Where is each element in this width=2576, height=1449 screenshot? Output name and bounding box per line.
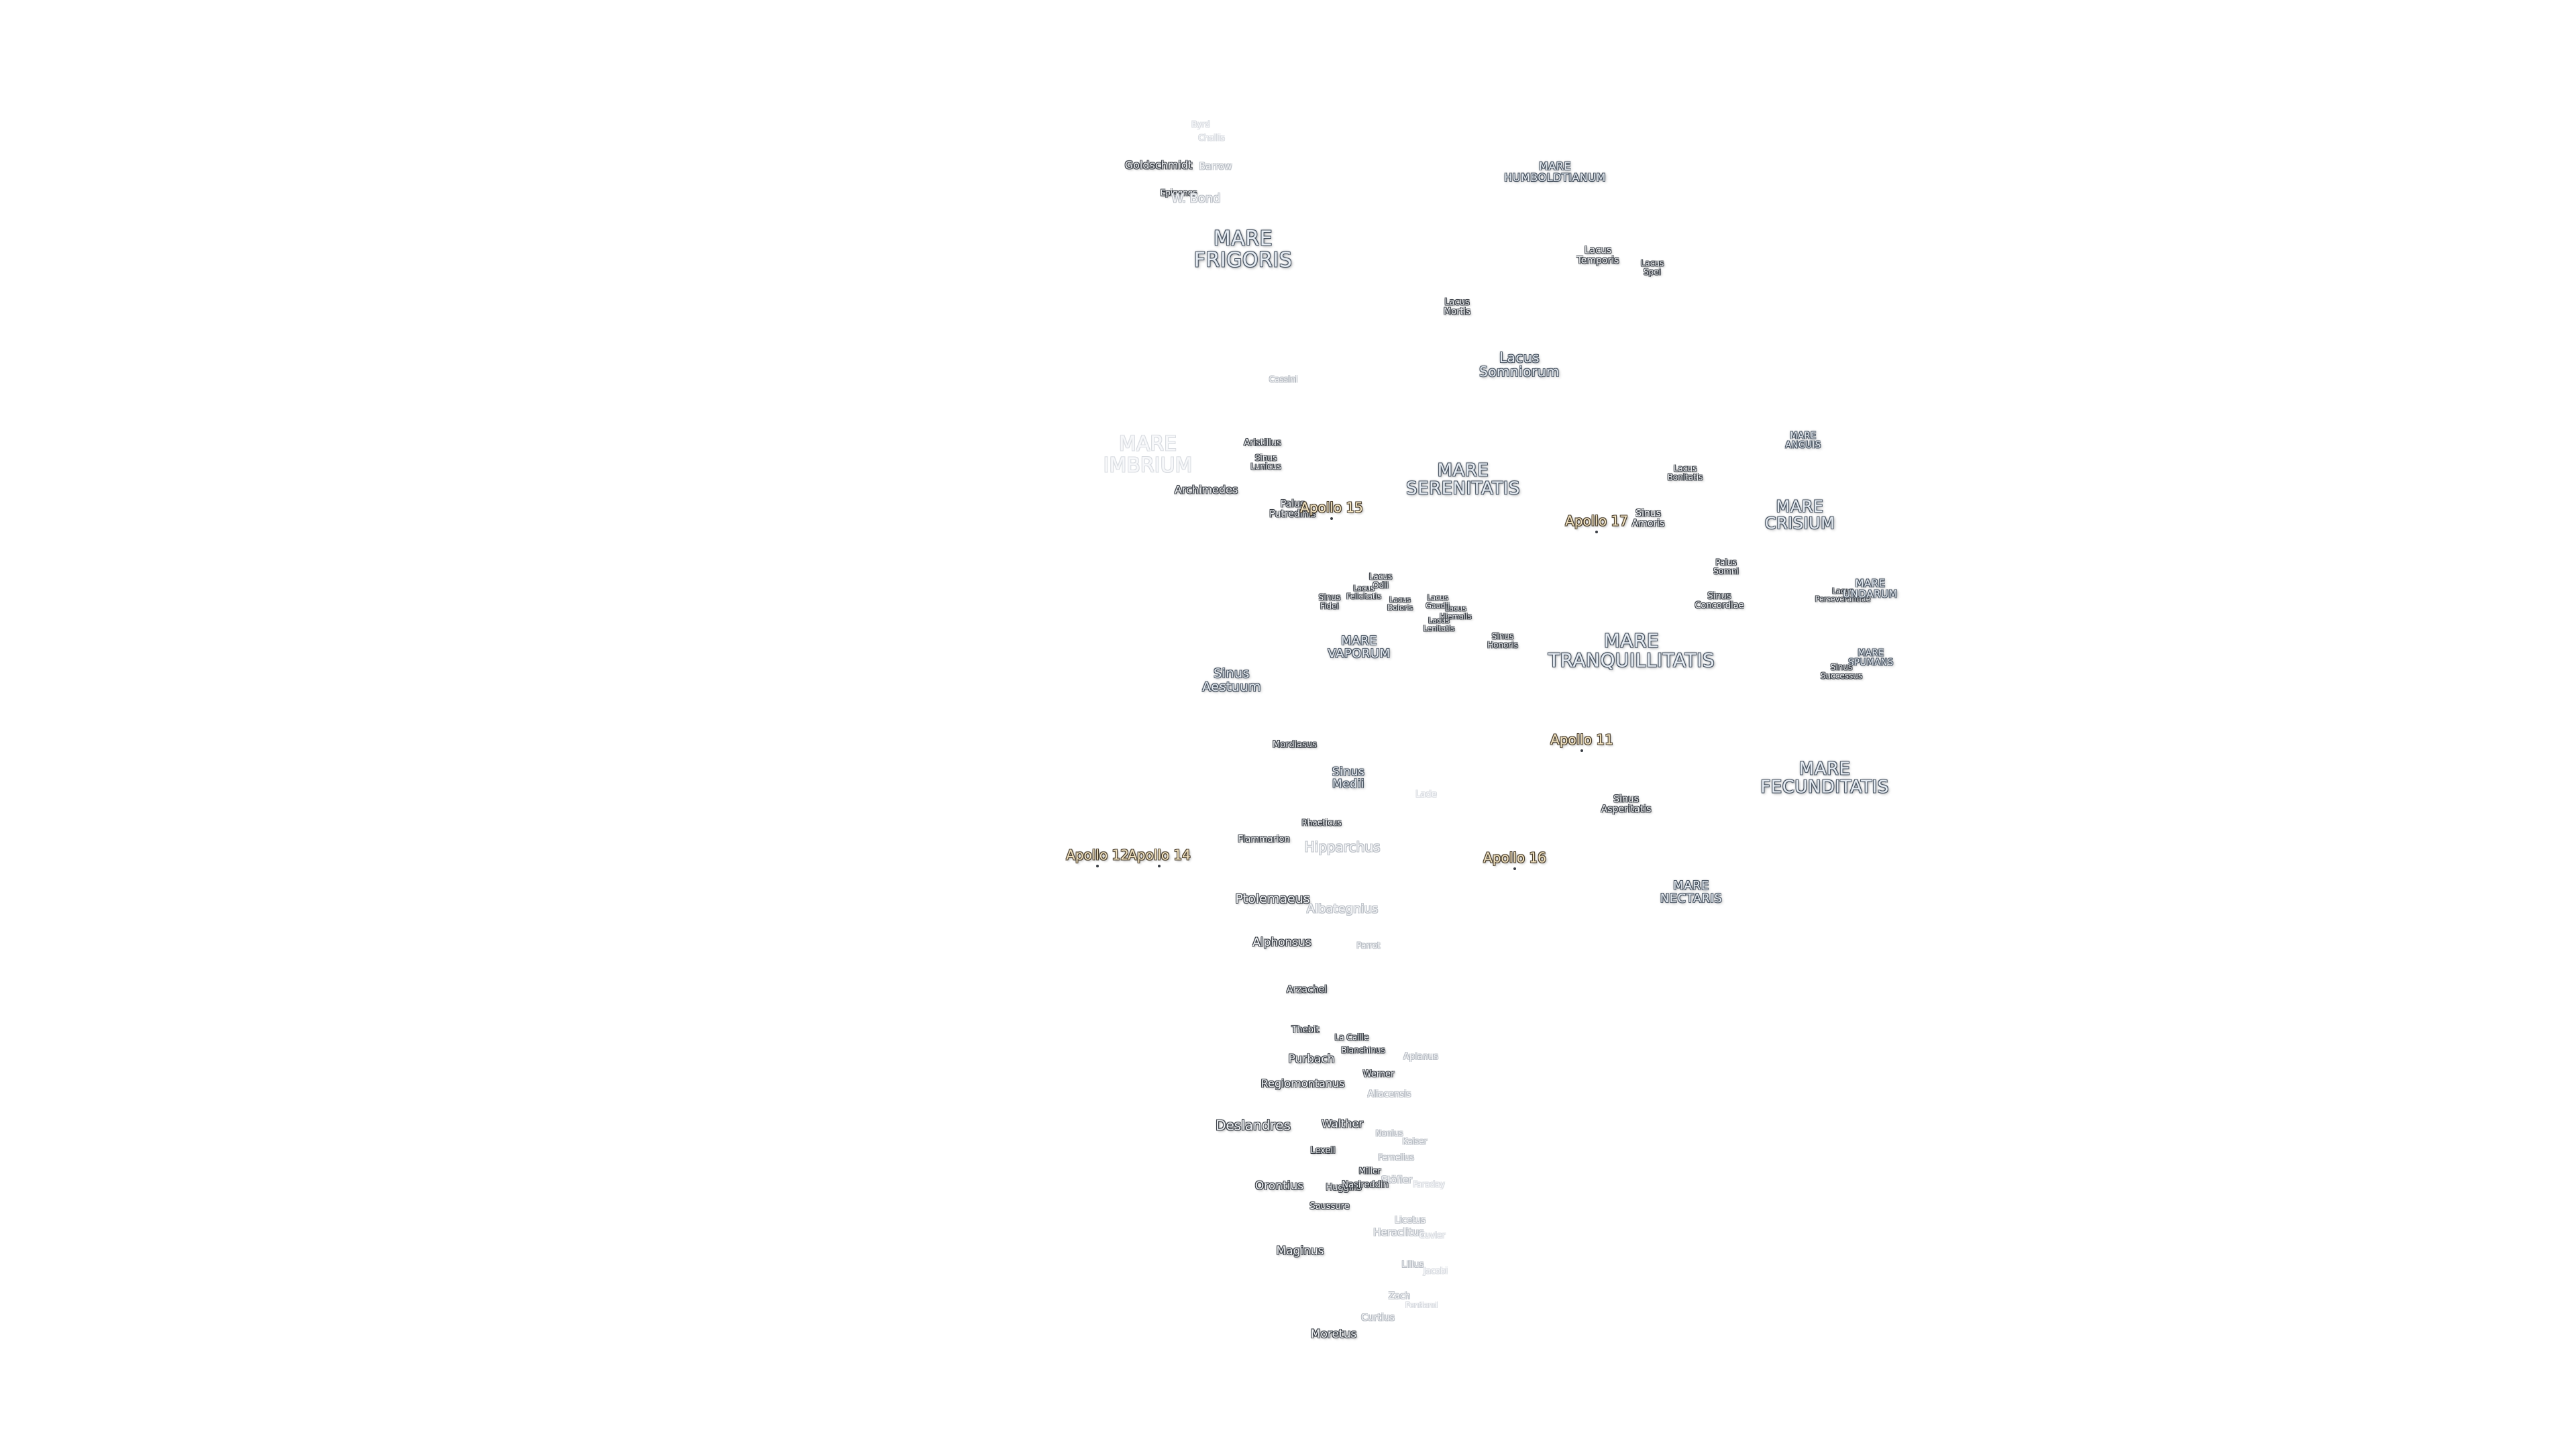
feature-label-blanchinus: Blanchinus	[1341, 1045, 1385, 1055]
apollo-site-marker	[1580, 749, 1583, 752]
feature-label-hipparchus: Hipparchus	[1304, 839, 1381, 855]
feature-label-thebit: Thebit	[1291, 1025, 1320, 1036]
feature-label-saussure: Saussure	[1309, 1201, 1350, 1212]
feature-label-cassini: Cassini	[1269, 374, 1298, 384]
feature-label-barrow: Barrow	[1199, 161, 1232, 172]
feature-label-lacus-felicitatis: Lacus Felicitatis	[1346, 584, 1381, 600]
feature-label-mare-crisium: MARE CRISIUM	[1764, 496, 1835, 533]
apollo-site-label-apollo-16: Apollo 16	[1483, 849, 1546, 866]
feature-label-faraday: Faraday	[1413, 1179, 1445, 1189]
feature-label-mare-nectaris: MARE NECTARIS	[1660, 879, 1723, 906]
apollo-site-marker	[1595, 531, 1598, 533]
feature-label-lacus-perseverantiae: Lacus Perseverantiae	[1815, 586, 1871, 603]
feature-label-mare-humboldtianum: MARE HUMBOLDTIANUM	[1504, 160, 1606, 184]
feature-label-mordiasus: Mordiasus	[1273, 740, 1317, 751]
feature-label-lexell: Lexell	[1310, 1146, 1336, 1157]
feature-label-regiomontanus: Regiomontanus	[1260, 1077, 1345, 1090]
feature-label-nasireddin: Nasireddin	[1342, 1180, 1389, 1191]
feature-label-parrot: Parrot	[1356, 941, 1381, 951]
apollo-site-label-apollo-11: Apollo 11	[1550, 731, 1613, 748]
feature-label-sinus-asperitatis: Sinus Asperitatis	[1601, 794, 1652, 814]
feature-label-lacus-bonitatis: Lacus Bonitatis	[1667, 464, 1703, 482]
feature-label-moretus: Moretus	[1310, 1328, 1357, 1342]
feature-label-lacus-doloris: Lacus Doloris	[1387, 595, 1413, 612]
feature-label-stofler: Stöfler	[1381, 1175, 1413, 1186]
feature-label-mare-serenitatis: MARE SERENITATIS	[1406, 460, 1520, 499]
apollo-site-label-apollo-15: Apollo 15	[1300, 499, 1363, 516]
feature-label-deslandres: Deslandres	[1216, 1117, 1291, 1134]
feature-label-mare-anguis: MARE ANGUIS	[1785, 431, 1821, 450]
apollo-site-marker	[1158, 865, 1161, 867]
feature-label-lacus-spei: Lacus Spei	[1640, 258, 1664, 276]
feature-label-zach: Zach	[1388, 1291, 1411, 1302]
feature-label-byrd: Byrd	[1191, 119, 1210, 129]
feature-label-jacobi: Jacobi	[1424, 1266, 1448, 1276]
feature-label-sinus-aestuum: Sinus Aestuum	[1202, 666, 1261, 694]
feature-label-challis: Challis	[1198, 133, 1225, 143]
feature-label-ptolemaeus: Ptolemaeus	[1235, 892, 1310, 907]
feature-label-palus-somni: Palus Somni	[1713, 557, 1739, 576]
feature-label-mare-spumans: MARE SPUMANS	[1848, 648, 1894, 667]
feature-label-curtius: Curtius	[1361, 1312, 1395, 1324]
feature-label-licetus: Licetus	[1394, 1216, 1426, 1226]
feature-label-mare-fecunditatis: MARE FECUNDITATIS	[1760, 759, 1889, 798]
feature-label-mare-undarum: MARE UNDARUM	[1843, 577, 1898, 600]
feature-label-palus-putredinis: Palus Putredinis	[1269, 498, 1316, 519]
feature-label-archimedes: Archimedes	[1174, 483, 1238, 496]
feature-label-lacus-mortis: Lacus Mortis	[1444, 297, 1470, 317]
feature-label-cuvier: Cuvier	[1419, 1230, 1446, 1240]
feature-label-lacus-temporis: Lacus Temporis	[1576, 245, 1619, 266]
feature-label-sinus-amoris: Sinus Amoris	[1631, 508, 1665, 529]
feature-label-flammarion: Flammarion	[1238, 835, 1290, 845]
feature-label-albategnius: Albategnius	[1306, 902, 1379, 916]
feature-label-w-bond: W. Bond	[1171, 191, 1221, 206]
feature-label-purbach: Purbach	[1288, 1053, 1335, 1067]
feature-label-fernelius: Fernelius	[1378, 1152, 1414, 1163]
feature-label-sinus-concordiae: Sinus Concordiae	[1695, 591, 1744, 610]
feature-label-mare-imbrium: MARE IMBRIUM	[1103, 432, 1193, 477]
feature-label-sinus-medii: Sinus Medii	[1332, 765, 1365, 791]
feature-label-lade: Lade	[1415, 790, 1437, 800]
feature-label-mare-frigoris: MARE FRIGORIS	[1193, 227, 1293, 272]
feature-label-aristillus: Aristillus	[1244, 438, 1281, 449]
feature-label-apianus: Apianus	[1403, 1052, 1438, 1063]
feature-label-miller: Miller	[1358, 1166, 1381, 1176]
apollo-site-marker	[1330, 517, 1333, 520]
feature-label-alphonsus: Alphonsus	[1252, 936, 1311, 950]
feature-label-mare-tranquillitatis: MARE TRANQUILLITATIS	[1548, 629, 1715, 672]
feature-label-sinus-lunicus: Sinus Lunicus	[1250, 453, 1281, 471]
feature-label-walther: Walther	[1322, 1117, 1363, 1130]
feature-label-lacus-hiemalis: Lacus Hiemalis	[1440, 604, 1472, 621]
feature-label-orontius: Orontius	[1254, 1179, 1304, 1193]
feature-label-sinus-honoris: Sinus Honoris	[1487, 631, 1518, 649]
apollo-site-label-apollo-12: Apollo 12	[1066, 847, 1129, 863]
apollo-site-label-apollo-17: Apollo 17	[1565, 513, 1628, 529]
apollo-site-marker	[1513, 867, 1516, 870]
feature-label-lacus-gaudii: Lacus Gaudii	[1426, 593, 1450, 610]
feature-label-lacus-lenitatis: Lacus Lenitatis	[1423, 616, 1455, 633]
feature-label-heraclitus: Heraclitus	[1373, 1226, 1424, 1239]
feature-label-nonius: Nonius	[1375, 1128, 1403, 1138]
feature-label-aliacensis: Aliacensis	[1367, 1089, 1411, 1100]
feature-label-werner: Werner	[1362, 1069, 1395, 1080]
feature-label-lilius: Lilius	[1401, 1260, 1424, 1271]
feature-label-sinus-fidei: Sinus Fidei	[1318, 592, 1341, 610]
apollo-site-label-apollo-14: Apollo 14	[1128, 847, 1191, 863]
feature-label-lacus-odii: Lacus Odii	[1368, 572, 1393, 590]
feature-label-arzachel: Arzachel	[1286, 984, 1328, 996]
feature-label-maginus: Maginus	[1276, 1244, 1324, 1258]
feature-label-la-caille: La Caille	[1334, 1032, 1369, 1042]
feature-label-sinus-successus: Sinus Successus	[1820, 662, 1863, 680]
feature-label-lacus-somniorum: Lacus Somniorum	[1479, 350, 1560, 380]
feature-label-goldschmidt: Goldschmidt	[1124, 158, 1193, 172]
feature-label-kaiser: Kaiser	[1402, 1136, 1428, 1146]
feature-label-rhaeticus: Rhaeticus	[1301, 818, 1342, 828]
feature-label-huggins: Huggins	[1326, 1183, 1362, 1193]
apollo-site-marker	[1096, 865, 1099, 867]
feature-label-epigenes: Epigenes	[1160, 188, 1197, 198]
feature-label-pentland: Pentland	[1405, 1301, 1438, 1310]
feature-label-mare-vaporum: MARE VAPORUM	[1328, 634, 1391, 661]
